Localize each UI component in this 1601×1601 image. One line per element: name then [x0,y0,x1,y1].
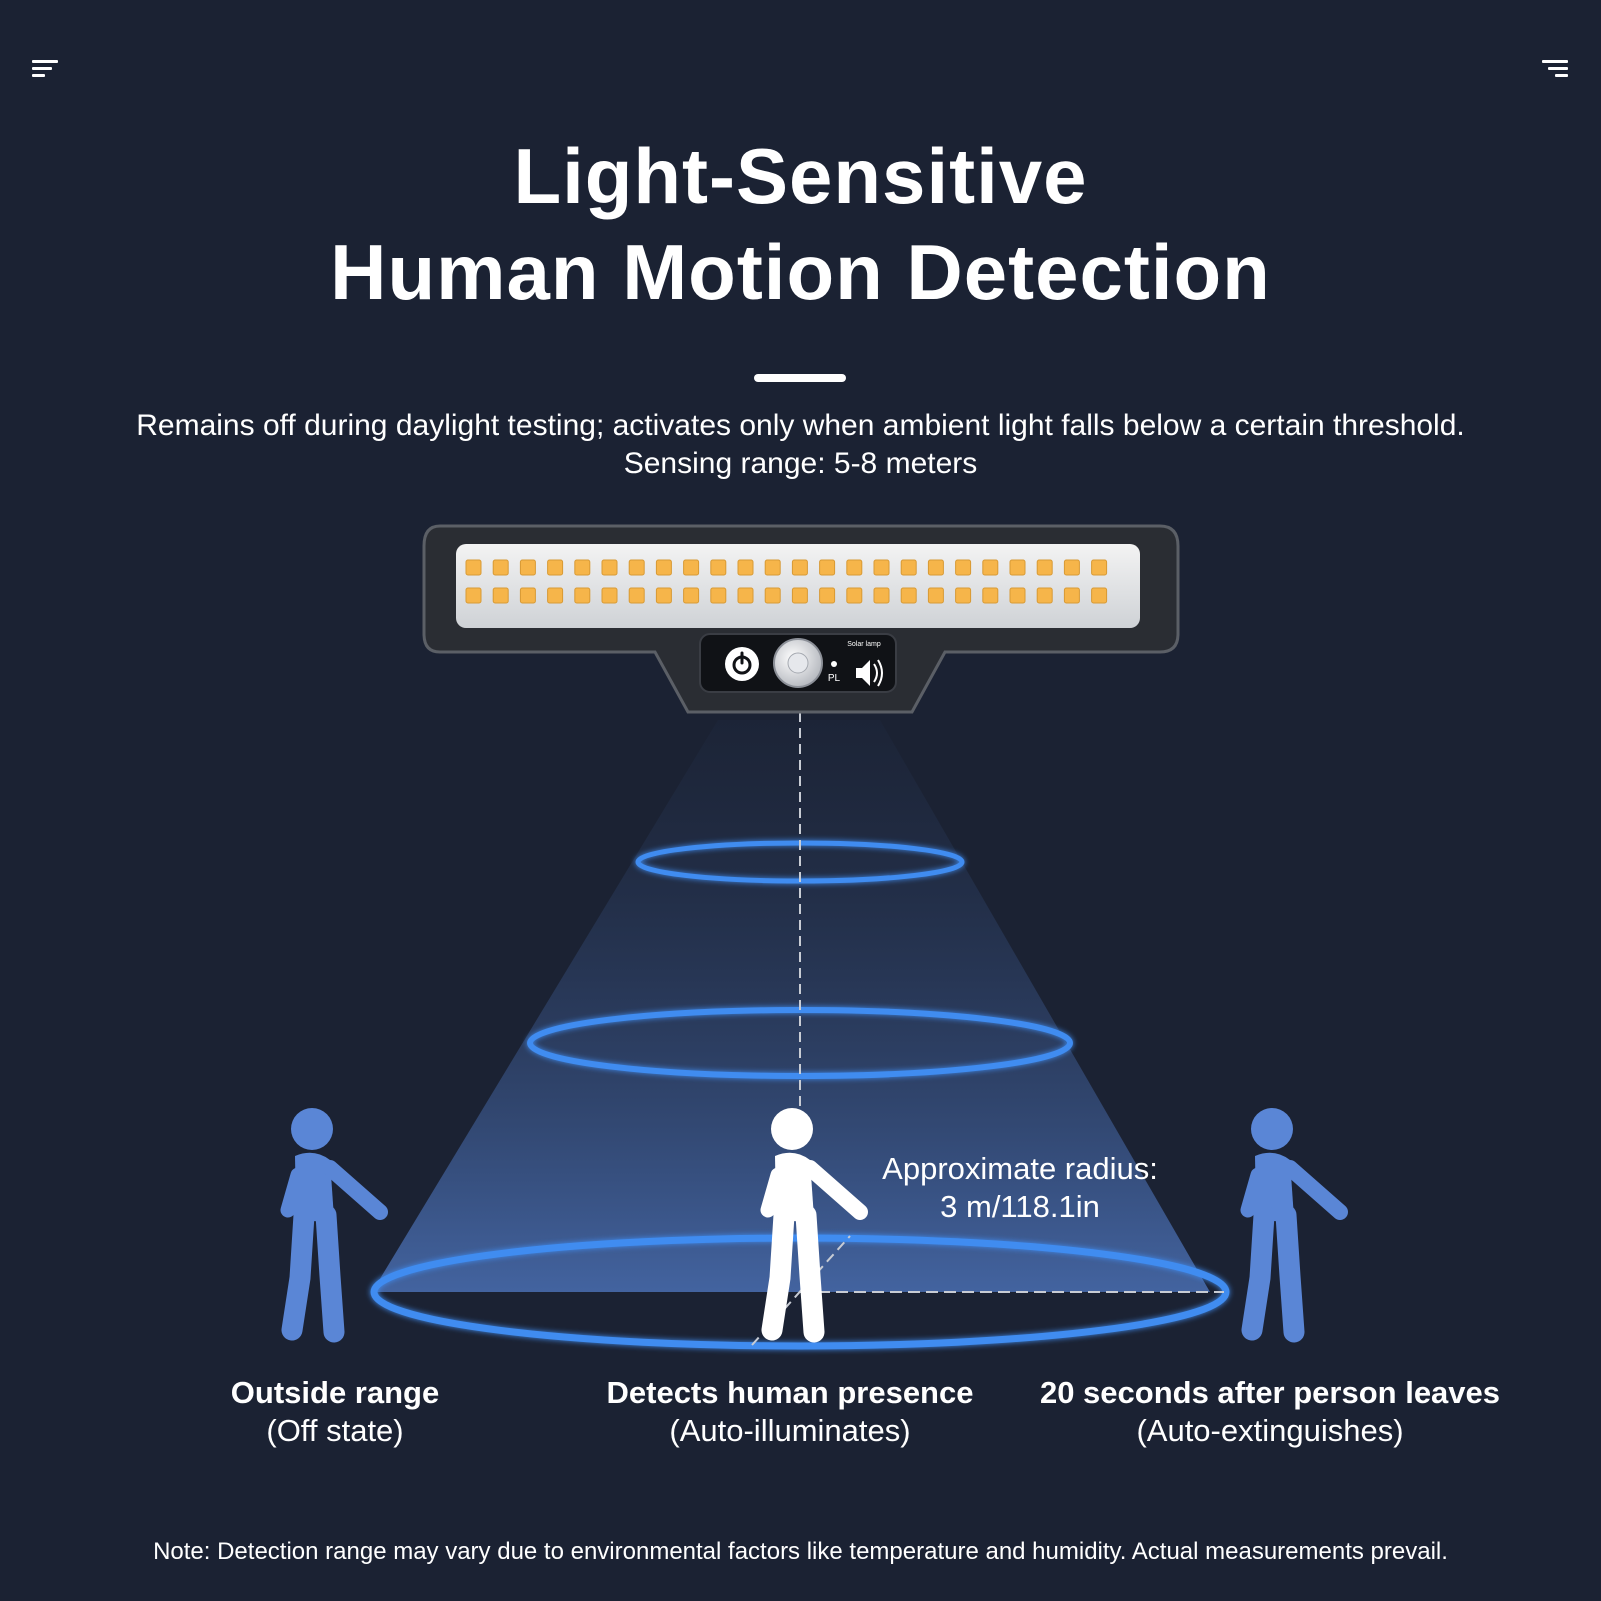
led-chip [900,559,917,576]
led-chip [791,559,808,576]
led-chip [574,587,591,604]
device-mode: PL [828,673,841,684]
led-chip [628,559,645,576]
led-chip [655,559,672,576]
led-chip [1091,559,1108,576]
led-chip [1063,559,1080,576]
state-subtitle: (Off state) [266,1413,404,1448]
led-chip [574,559,591,576]
radius-label-line2: 3 m/118.1in [940,1189,1100,1224]
power-icon [725,647,759,681]
led-chip [1009,587,1026,604]
led-chip [547,587,564,604]
led-chip [955,587,972,604]
led-chip [737,587,754,604]
led-chip [519,587,536,604]
subtitle-line1: Remains off during daylight testing; act… [136,409,1465,442]
led-chip [710,587,727,604]
led-chip [819,587,836,604]
device-label: Solar lamp [847,641,881,648]
state-caption-after: 20 seconds after person leaves (Auto-ext… [1020,1374,1520,1450]
sound-icon [856,659,883,687]
title-divider [754,374,846,382]
led-chip [982,587,999,604]
led-chip [1091,587,1108,604]
indicator-dot [831,661,837,667]
radius-label: Approximate radius: 3 m/118.1in [855,1150,1185,1226]
state-caption-detects: Detects human presence (Auto-illuminates… [560,1374,1020,1450]
led-chip [1063,587,1080,604]
led-chip [492,587,509,604]
state-subtitle: (Auto-extinguishes) [1136,1413,1404,1448]
detection-cone [372,720,1210,1292]
led-panel [456,544,1140,628]
state-title: Outside range [230,1375,440,1410]
led-chip [628,587,645,604]
led-chip [791,587,808,604]
menu-right-icon[interactable] [1542,58,1570,82]
led-chip [465,559,482,576]
led-chip [547,559,564,576]
led-chip [683,559,700,576]
led-chip [982,559,999,576]
led-chip [710,559,727,576]
subtitle-line2: Sensing range: 5-8 meters [623,447,978,480]
state-caption-outside: Outside range (Off state) [160,1374,510,1450]
state-title: 20 seconds after person leaves [1039,1375,1501,1410]
led-chip [846,587,863,604]
led-grid [465,559,1108,604]
radius-label-line1: Approximate radius: [882,1151,1158,1186]
led-chip [819,559,836,576]
page-title-line2: Human Motion Detection [330,228,1271,316]
led-chip [873,587,890,604]
led-chip [1009,559,1026,576]
led-chip [601,559,618,576]
led-chip [601,587,618,604]
footer-note: Note: Detection range may vary due to en… [153,1538,1448,1565]
state-subtitle: (Auto-illuminates) [669,1413,911,1448]
state-title: Detects human presence [606,1375,974,1410]
motion-sensor-lens [787,652,809,674]
led-chip [683,587,700,604]
led-chip [737,559,754,576]
page-title-line1: Light-Sensitive [513,132,1088,220]
led-chip [492,559,509,576]
led-chip [846,559,863,576]
led-chip [465,587,482,604]
led-chip [873,559,890,576]
led-chip [927,587,944,604]
solar-lamp: Solar lamp PL [422,524,1180,714]
led-chip [764,559,781,576]
person-left-figure [280,1108,388,1343]
led-chip [655,587,672,604]
person-right-figure [1240,1108,1348,1343]
person-center-figure [760,1108,868,1343]
led-chip [927,559,944,576]
led-chip [519,559,536,576]
led-chip [955,559,972,576]
led-chip [1036,587,1053,604]
led-chip [1036,559,1053,576]
led-chip [764,587,781,604]
led-chip [900,587,917,604]
menu-left-icon[interactable] [32,58,60,82]
